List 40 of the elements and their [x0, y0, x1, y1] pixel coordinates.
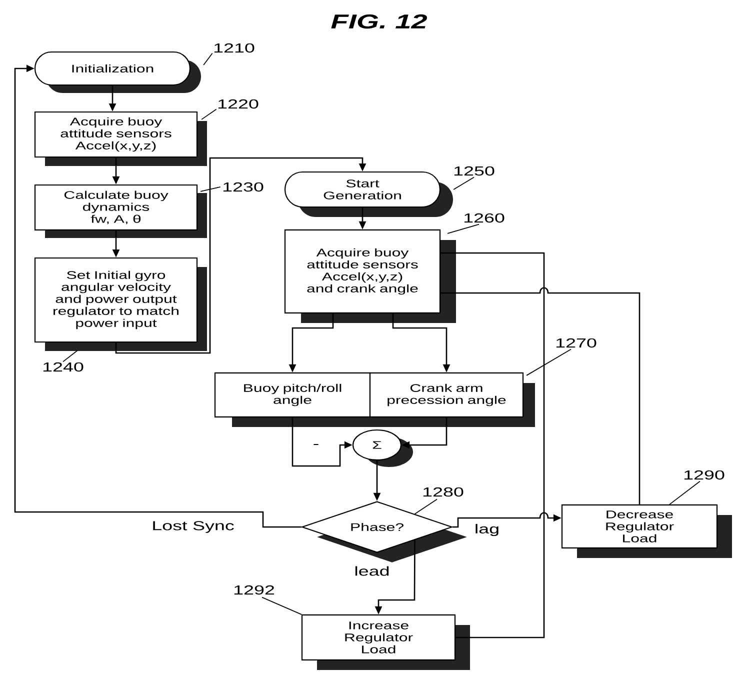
leader-line — [62, 350, 78, 362]
leader-line — [526, 348, 572, 376]
leader-line — [414, 498, 438, 514]
process-box: Acquire buoy attitude sensors Accel(x,y,z) and crank angle — [284, 229, 456, 323]
figure-title: FIG. 12 — [331, 14, 428, 29]
connector-line — [440, 252, 545, 638]
reference-numeral: 1240 — [43, 362, 84, 372]
process-box: Calculate buoy dynamics fw, A, θ — [34, 184, 207, 238]
leader-line — [262, 596, 302, 615]
summing-junction: Σ — [352, 429, 413, 467]
reference-numeral: 1292 — [234, 585, 274, 595]
process-box: Decrease Regulator Load — [561, 504, 732, 558]
process-box: Crank arm precession angle — [369, 372, 535, 427]
process-box: Increase Regulator Load — [301, 614, 470, 670]
reference-numeral: 1220 — [218, 99, 258, 109]
leader-line — [447, 224, 480, 234]
arrow — [14, 64, 302, 528]
terminator: Start Generation — [284, 171, 453, 217]
leader-line — [203, 52, 213, 66]
edge-label: lead — [353, 565, 391, 577]
reference-numeral: 1250 — [454, 166, 494, 176]
leader-line — [200, 186, 221, 192]
leader-line — [453, 176, 474, 190]
connector-line — [440, 287, 640, 504]
reference-numeral: 1290 — [684, 470, 724, 480]
edge-label: lag — [473, 522, 501, 538]
leader-line — [201, 108, 217, 120]
reference-numeral: 1210 — [214, 43, 254, 53]
process-box: Acquire buoy attitude sensors Accel(x,y,z) — [34, 111, 207, 166]
reference-numeral: 1260 — [464, 213, 504, 223]
reference-numeral: 1270 — [556, 338, 596, 348]
process-box: Set Initial gyro angular velocity and power output regulator to match power input — [34, 257, 207, 351]
edge-label: - — [312, 443, 320, 449]
edge-label: Lost Sync — [150, 520, 236, 534]
reference-numeral: 1230 — [223, 182, 264, 192]
reference-numeral: 1280 — [423, 487, 464, 497]
arrow — [115, 157, 366, 354]
terminator: Initialization — [34, 51, 201, 93]
leader-line — [669, 480, 700, 505]
process-box: Buoy pitch/roll angle — [214, 372, 371, 427]
